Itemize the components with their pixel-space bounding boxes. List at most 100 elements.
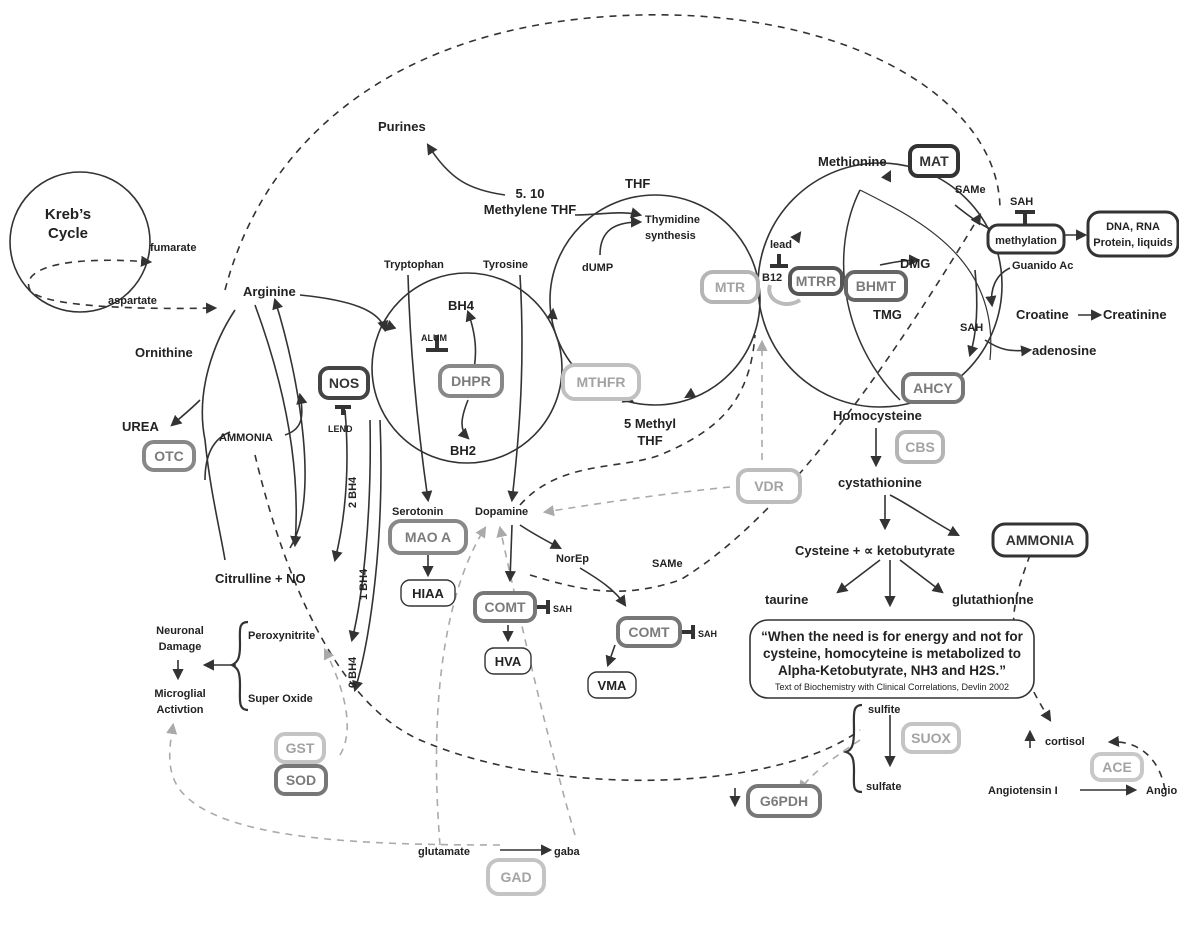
sulfite-brace <box>842 703 863 794</box>
quote-line-1: “When the need is for energy and not for <box>761 629 1024 644</box>
nos-citr <box>331 409 348 563</box>
sah-comt1-label: SAH <box>553 604 572 614</box>
mtrr-box <box>788 266 844 296</box>
sulfite-label: sulfite <box>868 704 900 716</box>
otc-box <box>142 440 196 472</box>
five-methyl-line-1: 5 Methyl <box>624 416 676 431</box>
inhibitors <box>335 210 1035 639</box>
ornithine-label: Ornithine <box>135 345 193 360</box>
circ-arrow-1 <box>684 387 697 399</box>
same-top-label: SAMe <box>955 184 986 196</box>
adenosine-label: adenosine <box>1032 343 1096 358</box>
dopamine-label: Dopamine <box>475 506 528 518</box>
mtrr-label: MTRR <box>796 273 836 289</box>
croatine-label: Croatine <box>1016 307 1069 322</box>
dna-box <box>1086 210 1179 258</box>
dmg-label: DMG <box>900 256 930 271</box>
sulfate-label: sulfate <box>866 781 901 793</box>
sod-peroxy <box>323 647 348 756</box>
bhmt-box <box>844 270 908 302</box>
lead-label: lead <box>770 239 792 251</box>
dopa-norep <box>519 524 562 550</box>
circ-arrow-3 <box>546 307 558 321</box>
bh4-cycle-circle <box>371 272 563 464</box>
otc-label: OTC <box>154 448 184 464</box>
folate-cycle-circle <box>549 194 761 406</box>
ace-box <box>1090 752 1144 782</box>
homocysteine-label: Homocysteine <box>833 408 922 423</box>
ace-label: ACE <box>1102 759 1132 775</box>
mtr-box <box>700 270 760 304</box>
dump-label: dUMP <box>582 262 613 274</box>
kreb-line-1: Kreb’s <box>45 206 91 223</box>
norep-label: NorEp <box>556 553 589 565</box>
gst-label: GST <box>286 740 315 756</box>
comt1-label: COMT <box>484 599 526 615</box>
cys-glut <box>899 559 944 594</box>
taurine-label: taurine <box>765 592 808 607</box>
ammonia-box <box>991 522 1089 558</box>
peroxynitrite-label: Peroxynitrite <box>248 630 315 642</box>
neuronal-line-2: Damage <box>159 641 202 653</box>
dashed-paths <box>27 14 1166 791</box>
ammonia-small-label: AMMONIA <box>219 432 273 444</box>
tyr-dopamine <box>507 274 523 503</box>
five-methyl-line-2: THF <box>637 433 662 448</box>
quote-line-2: cysteine, homocyteine is metabolized to <box>763 646 1021 661</box>
suox-label: SUOX <box>911 730 951 746</box>
cysta-ammonia <box>889 494 960 537</box>
gst-box <box>274 732 326 764</box>
cys-taurine <box>836 559 881 594</box>
vma-label: VMA <box>598 678 628 693</box>
methylene-line-1: 5. 10 <box>516 186 545 201</box>
one-bh4-label: 1 BH4 <box>358 568 370 600</box>
purines-label: Purines <box>378 119 426 134</box>
quote-citation: Text of Biochemistry with Clinical Corre… <box>775 682 1009 692</box>
bhmt-label: BHMT <box>856 278 897 294</box>
mthfr-label: MTHFR <box>577 374 626 390</box>
methylation-sah <box>967 269 979 358</box>
enzyme-boxes: MAT methylation DNA, RNA Protein, liquid… <box>142 144 1179 896</box>
circ-arrow-6 <box>790 231 802 244</box>
hva-box <box>484 647 532 675</box>
ammonia-dashed <box>1012 554 1052 722</box>
ammonia-arrow <box>284 392 308 436</box>
vdr-label: VDR <box>754 478 784 494</box>
comt-vma <box>605 644 617 668</box>
tmg-label: TMG <box>873 307 902 322</box>
mtr-label: MTR <box>715 279 745 295</box>
tryptophan-label: Tryptophan <box>384 259 444 271</box>
guanido-croatine <box>985 267 1011 308</box>
superoxide-label: Super Oxide <box>248 693 313 705</box>
sod-label: SOD <box>286 772 316 788</box>
light-dashed-paths <box>166 339 861 846</box>
aspartate-label: aspartate <box>108 295 157 307</box>
dna-line-1: DNA, RNA <box>1106 221 1160 233</box>
suox-box <box>901 722 961 754</box>
ace-dashed <box>1107 735 1166 791</box>
hiaa-box <box>400 579 456 607</box>
alum-inhibitor <box>426 335 448 352</box>
gad-label: GAD <box>500 869 531 885</box>
kreb-line-2: Cycle <box>48 225 88 242</box>
circ-arrow-4 <box>880 169 892 183</box>
methylene-line-2: Methylene THF <box>484 202 577 217</box>
glutamate-microglial <box>166 722 501 846</box>
nos-superoxide <box>352 419 382 693</box>
lend-label: LEND <box>328 424 353 434</box>
glutamate-dopamine <box>435 526 487 846</box>
angiotensin-label: Angiotensin I <box>988 785 1058 797</box>
tyrosine-label: Tyrosine <box>483 259 528 271</box>
alum-label: ALUM <box>421 333 447 343</box>
bottom-dashed-arc <box>254 454 861 782</box>
mat-box <box>908 144 960 178</box>
serotonin-label: Serotonin <box>392 506 444 518</box>
ahcy-box <box>901 372 965 404</box>
cysteine-label: Cysteine + ∝ ketobutyrate <box>795 543 955 558</box>
dopamine-dashed <box>519 334 756 506</box>
sah-comt2-label: SAH <box>698 629 717 639</box>
dopa-comt <box>504 524 516 583</box>
arg-nos <box>299 294 389 333</box>
two-bh4-label: 2 BH4 <box>347 476 359 508</box>
